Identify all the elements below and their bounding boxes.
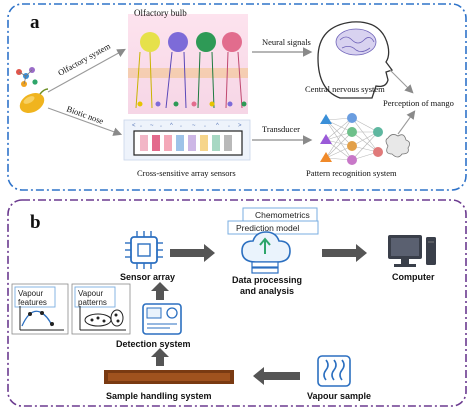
panel-b-letter: b bbox=[30, 212, 41, 233]
sample-handling-label: Sample handling system bbox=[106, 391, 212, 401]
svg-text:◦: ◦ bbox=[204, 124, 206, 130]
svg-text:◦: ◦ bbox=[160, 124, 162, 130]
perception-label: Perception of mango bbox=[383, 98, 454, 108]
computer-label: Computer bbox=[392, 272, 435, 282]
svg-text:^: ^ bbox=[170, 123, 173, 129]
svg-text:◦: ◦ bbox=[180, 124, 182, 130]
data-processing-label-2: and analysis bbox=[240, 286, 294, 296]
arrow-cns-to-perception bbox=[389, 69, 414, 94]
detection-system-icon bbox=[142, 303, 182, 335]
vapour-features-label-1: Vapour bbox=[18, 289, 44, 298]
vapour-sample-label: Vapour sample bbox=[307, 391, 371, 401]
transducer-label: Transducer bbox=[262, 124, 300, 134]
vapour-patterns-chart bbox=[71, 283, 131, 335]
neural-signals-label: Neural signals bbox=[262, 37, 311, 47]
svg-text:^: ^ bbox=[216, 123, 219, 129]
arrow-data-to-computer bbox=[322, 244, 367, 262]
prediction-model-label: Prediction model bbox=[236, 223, 299, 233]
olfactory-bulb-label: Olfactory bulb bbox=[134, 8, 187, 18]
data-processing-label-1: Data processing bbox=[232, 275, 302, 285]
vapour-patterns-label-1: Vapour bbox=[78, 289, 104, 298]
svg-text:◦: ◦ bbox=[140, 124, 142, 130]
sensor-array-b-label: Sensor array bbox=[120, 272, 175, 282]
pattern-recognition-label: Pattern recognition system bbox=[306, 168, 397, 178]
panel-a-letter: a bbox=[30, 12, 40, 33]
odor-molecules-icon bbox=[16, 67, 38, 87]
vapour-features-chart bbox=[11, 283, 69, 335]
arrow-to-olfactory bbox=[47, 48, 126, 93]
arrow-sensor-to-data bbox=[170, 244, 215, 262]
computer-icon bbox=[388, 235, 436, 267]
arrow-vapour-to-handling bbox=[253, 367, 300, 385]
olfactory-bulb-illustration bbox=[128, 14, 248, 114]
head-brain-icon bbox=[317, 21, 394, 99]
panel-b-frame bbox=[7, 199, 467, 407]
biotic-nose-label: Biotic nose bbox=[65, 103, 105, 126]
neural-network-icon bbox=[320, 113, 410, 165]
svg-text:◦: ◦ bbox=[228, 124, 230, 130]
vapour-sample-icon bbox=[317, 355, 351, 387]
panel-a-frame bbox=[7, 3, 467, 191]
arrow-detection-to-sensor bbox=[151, 282, 169, 300]
sensor-array-label: Cross-sensitive array sensors bbox=[137, 168, 236, 178]
chip-icon bbox=[125, 231, 163, 269]
arrow-pattern-to-perception bbox=[397, 110, 416, 135]
mango-icon bbox=[19, 88, 49, 114]
sensor-array-box: < ◦ ~ ◦ ^ ◦ ~ ◦ ^ ◦ > bbox=[123, 119, 251, 161]
svg-text:>: > bbox=[238, 123, 242, 129]
svg-text:<: < bbox=[132, 123, 136, 129]
cloud-server-icon bbox=[241, 231, 291, 274]
detection-system-label: Detection system bbox=[116, 339, 191, 349]
svg-text:~: ~ bbox=[192, 123, 196, 129]
svg-text:~: ~ bbox=[150, 123, 154, 129]
arrow-handling-to-detection bbox=[151, 348, 169, 366]
central-nervous-system-label: Central nervous system bbox=[305, 84, 385, 94]
sample-handling-bar bbox=[104, 370, 234, 384]
vapour-patterns-label-2: patterns bbox=[78, 298, 107, 307]
vapour-features-label-2: features bbox=[18, 298, 47, 307]
arrow-to-biotic bbox=[47, 107, 123, 136]
chemometrics-label: Chemometrics bbox=[255, 210, 310, 220]
